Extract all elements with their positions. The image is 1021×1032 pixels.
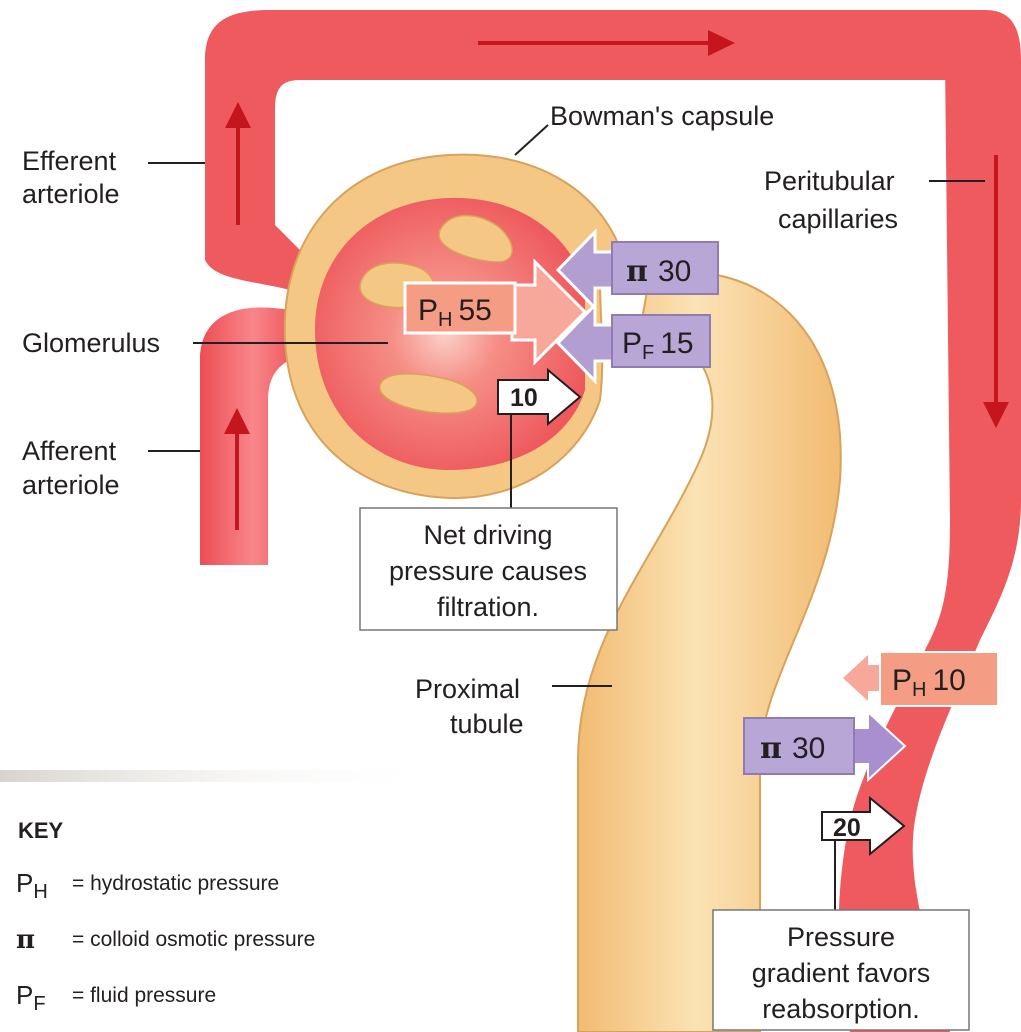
key-text-fluid: = fluid pressure — [72, 984, 216, 1007]
label-afferent-1: Afferent — [22, 436, 117, 466]
label-bowmans-capsule: Bowman's capsule — [550, 101, 774, 131]
label-proximal-2: tubule — [450, 709, 524, 739]
cap-callout-line1: Pressure — [787, 922, 895, 952]
glom-callout-line3: filtration. — [437, 592, 539, 622]
label-proximal-1: Proximal — [415, 674, 520, 704]
cap-net-text: 20 — [833, 814, 861, 842]
glom-callout-line1: Net driving — [423, 520, 552, 550]
key-item-osmotic: π = colloid osmotic pressure — [16, 925, 315, 955]
key-item-fluid: PF = fluid pressure — [16, 980, 216, 1015]
svg-text:PH: PH — [16, 868, 48, 903]
glom-net-text: 10 — [510, 384, 538, 412]
cap-callout-line3: reabsorption. — [762, 994, 920, 1024]
label-afferent-2: arteriole — [22, 470, 120, 500]
label-efferent-2: arteriole — [22, 179, 120, 209]
svg-text:PF: PF — [16, 980, 46, 1015]
label-glomerulus: Glomerulus — [22, 328, 160, 358]
cap-callout-line2: gradient favors — [752, 958, 931, 988]
glom-callout-line2: pressure causes — [389, 556, 587, 586]
label-efferent-1: Efferent — [22, 146, 117, 176]
key-text-osmotic: = colloid osmotic pressure — [72, 928, 315, 951]
svg-text:π: π — [16, 925, 35, 955]
cap-ph-arrow — [843, 655, 885, 701]
key-title: KEY — [18, 818, 64, 843]
label-peritubular-1: Peritubular — [764, 166, 895, 196]
key-item-hydrostatic: PH = hydrostatic pressure — [16, 868, 279, 903]
key-text-hydrostatic: = hydrostatic pressure — [72, 872, 279, 895]
key: KEY PH = hydrostatic pressure π = colloi… — [16, 818, 315, 1015]
key-divider — [0, 770, 440, 782]
label-peritubular-2: capillaries — [778, 204, 898, 234]
